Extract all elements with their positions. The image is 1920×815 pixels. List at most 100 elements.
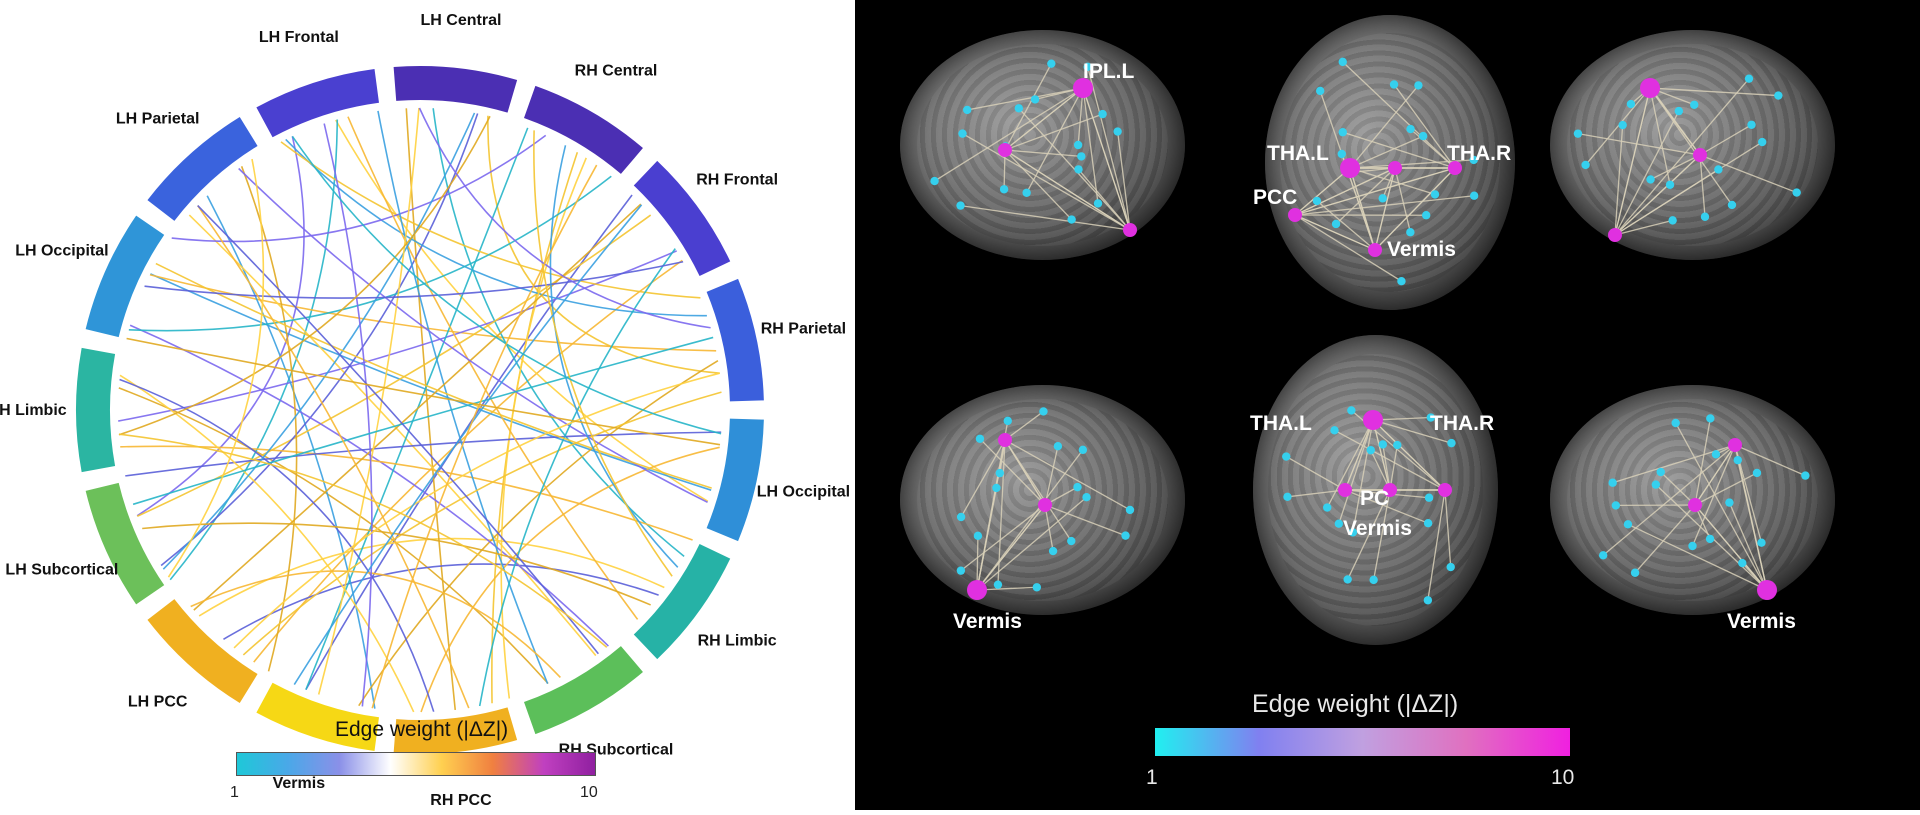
network-node [956, 201, 964, 209]
network-node [1347, 406, 1355, 414]
network-node [1121, 531, 1129, 539]
sector-0 [394, 66, 518, 113]
network-node [1074, 141, 1082, 149]
network-node [1079, 446, 1087, 454]
hub-node [1038, 498, 1052, 512]
network-edge [1343, 62, 1455, 168]
sector-11 [76, 348, 115, 472]
network-node [1000, 185, 1008, 193]
chord-edge [168, 159, 263, 577]
sector-3 [707, 279, 764, 401]
network-node [1627, 100, 1635, 108]
hub-node [1608, 228, 1622, 242]
label-ipl-l: IPL.L [1083, 60, 1135, 83]
network-node [1624, 520, 1632, 528]
sector-label-12: LH Occipital [15, 243, 108, 260]
hub-node [1288, 208, 1302, 222]
network-edge [1353, 420, 1373, 532]
hub-node [1123, 223, 1137, 237]
hub-node [1728, 438, 1742, 452]
network-node [1712, 450, 1720, 458]
network-node [1753, 469, 1761, 477]
label-tha-r-bottom: THA.R [1430, 412, 1494, 435]
sector-12 [86, 216, 165, 337]
sector-label-4: LH Occipital [757, 484, 850, 501]
network-node [1338, 150, 1346, 158]
network-edge [1295, 168, 1455, 215]
network-node [1067, 215, 1075, 223]
label-tha-r-top: THA.R [1447, 142, 1511, 165]
network-edge [1695, 505, 1767, 590]
label-pcc-bottom: PC [1360, 487, 1389, 510]
network-edge [1700, 155, 1797, 193]
network-node [1039, 407, 1047, 415]
network-node [1339, 58, 1347, 66]
network-edge [1005, 440, 1130, 510]
network-node [1657, 468, 1665, 476]
hub-node [1693, 148, 1707, 162]
network-node [963, 106, 971, 114]
network-node [1330, 426, 1338, 434]
network-edge [977, 450, 1083, 590]
network-node [1757, 539, 1765, 547]
left-colorbar [236, 752, 596, 776]
network-edge [1615, 111, 1679, 235]
network-node [1774, 91, 1782, 99]
sector-label-14: LH Frontal [259, 29, 339, 46]
network-node [1393, 441, 1401, 449]
left-colorbar-min-label: 1 [230, 784, 239, 802]
network-node [996, 469, 1004, 477]
label-tha-l-bottom: THA.L [1250, 412, 1312, 435]
sector-label-13: LH Parietal [116, 111, 200, 128]
network-node [1431, 190, 1439, 198]
network-node [1332, 220, 1340, 228]
sector-label-8: Vermis [273, 775, 326, 792]
sector-1 [524, 86, 643, 174]
network-node [1612, 501, 1620, 509]
network-node [1714, 165, 1722, 173]
network-node [1424, 596, 1432, 604]
network-node [1414, 81, 1422, 89]
network-node [1033, 583, 1041, 591]
network-node [1094, 199, 1102, 207]
sector-label-2: RH Frontal [696, 172, 778, 189]
network-node [1283, 493, 1291, 501]
chord-edge [119, 434, 607, 647]
network-edge [1005, 150, 1072, 220]
chord-edge [119, 116, 490, 435]
hub-node [1340, 158, 1360, 178]
network-node [1470, 192, 1478, 200]
sector-4 [707, 419, 764, 541]
network-edge [1445, 490, 1451, 567]
hub-node [1640, 78, 1660, 98]
network-edge [1700, 125, 1752, 155]
network-node [1701, 213, 1709, 221]
chord-edge [234, 373, 720, 648]
network-node [1379, 194, 1387, 202]
network-node [1447, 439, 1455, 447]
network-edge [1373, 420, 1390, 490]
network-edge [980, 439, 1045, 505]
network-node [1447, 563, 1455, 571]
network-edge [1615, 169, 1718, 235]
network-edge [1005, 440, 1045, 505]
hub-node [1368, 243, 1382, 257]
hub-node [1338, 483, 1352, 497]
network-node [1098, 110, 1106, 118]
network-edge [1295, 168, 1350, 215]
hub-node [1688, 498, 1702, 512]
brain-networks: IPL.L THA.L THA.R PCC Vermis THA.L THA.R… [855, 0, 1920, 810]
network-node [1316, 87, 1324, 95]
sector-label-3: RH Parietal [761, 320, 846, 337]
network-edge [1661, 472, 1695, 505]
right-colorbar-max-label: 10 [1551, 766, 1574, 790]
network-edge [1005, 411, 1043, 440]
network-edge [1615, 155, 1700, 235]
network-node [1734, 456, 1742, 464]
network-node [1077, 152, 1085, 160]
network-node [1015, 104, 1023, 112]
network-node [1706, 414, 1714, 422]
network-node [1082, 493, 1090, 501]
